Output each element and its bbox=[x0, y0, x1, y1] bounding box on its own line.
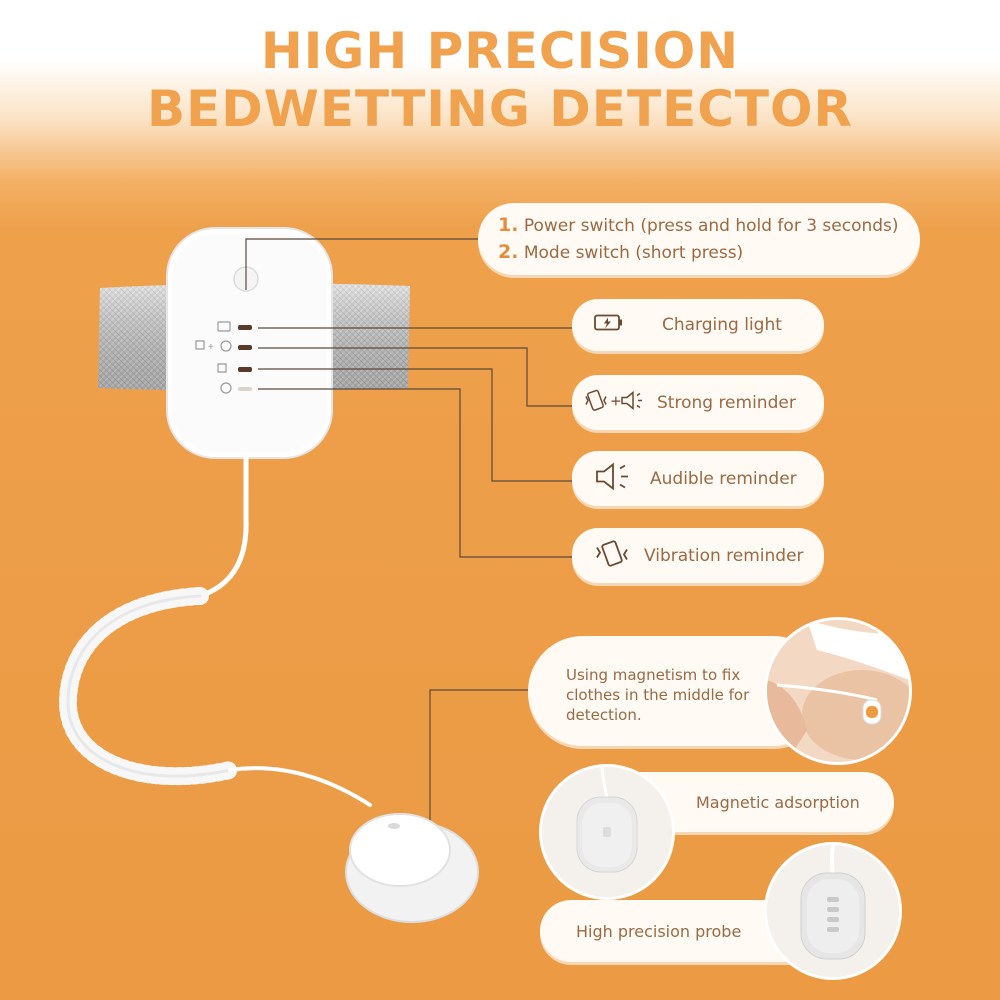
item-number-2: 2. bbox=[498, 241, 519, 263]
magnetic-adsorption-label: Magnetic adsorption bbox=[696, 792, 860, 812]
vibration-reminder-label: Vibration reminder bbox=[644, 545, 804, 566]
sensor-clip bbox=[345, 813, 479, 923]
charging-light-label: Charging light bbox=[662, 315, 782, 335]
speaker-icon bbox=[594, 461, 634, 496]
charging-light-callout: Charging light bbox=[572, 299, 824, 351]
mode-switch-text: Mode switch (short press) bbox=[518, 243, 744, 263]
worn-on-body-photo bbox=[764, 617, 912, 765]
power-switch-line: 1. Power switch (press and hold for 3 se… bbox=[498, 214, 899, 236]
magnetism-description: Using magnetism to fix clothes in the mi… bbox=[566, 666, 750, 724]
item-number-1: 1. bbox=[498, 214, 519, 236]
probe-closeup-photo bbox=[764, 842, 902, 980]
strong-reminder-label: Strong reminder bbox=[657, 392, 796, 413]
coiled-cable bbox=[58, 455, 372, 807]
vibration-plus-speaker-icon: + bbox=[584, 387, 646, 418]
headline-line-2: BEDWETTING DETECTOR bbox=[146, 80, 854, 138]
battery-charging-icon bbox=[594, 313, 624, 338]
clip-closeup-photo bbox=[539, 764, 675, 900]
headline-line-1: HIGH PRECISION bbox=[260, 22, 740, 80]
svg-text:+: + bbox=[208, 342, 214, 353]
alarm-unit: + bbox=[166, 227, 333, 459]
vibration-reminder-callout: Vibration reminder bbox=[572, 528, 824, 583]
audible-reminder-callout: Audible reminder bbox=[572, 451, 824, 506]
strong-reminder-callout: + Strong reminder bbox=[572, 375, 824, 430]
precision-probe-label: High precision probe bbox=[576, 921, 742, 941]
svg-text:+: + bbox=[610, 393, 622, 409]
leader-lines bbox=[245, 238, 572, 850]
mode-switch-line: 2. Mode switch (short press) bbox=[498, 241, 743, 263]
audible-reminder-label: Audible reminder bbox=[650, 468, 797, 489]
vibration-icon bbox=[594, 537, 630, 574]
switch-callout: 1. Power switch (press and hold for 3 se… bbox=[478, 203, 920, 275]
power-switch-text: Power switch (press and hold for 3 secon… bbox=[518, 216, 899, 236]
